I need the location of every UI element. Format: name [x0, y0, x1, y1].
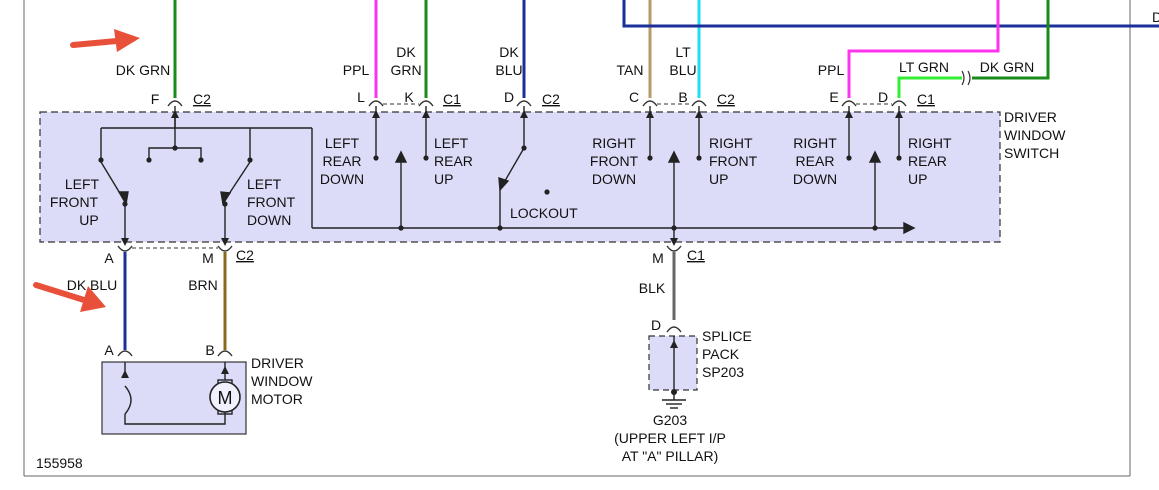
pin-a-bottom: A — [104, 250, 114, 266]
bottom-terminals — [117, 245, 682, 252]
pin-m-c2: M — [202, 250, 214, 266]
pin-d2: D — [878, 89, 888, 105]
terminal-a-bottom — [117, 245, 133, 252]
terminal-d2 — [891, 100, 907, 107]
label-dk-grn-f: DK GRN — [116, 62, 170, 78]
terminal-e — [841, 100, 857, 107]
wire-lt-grn-d — [897, 76, 962, 98]
pin-k: K — [404, 89, 414, 105]
lower-wire-labels: DK BLU BRN BLK — [67, 277, 666, 296]
wire-dk-grn-right — [972, 0, 1050, 80]
pin-b: B — [678, 89, 687, 105]
label-lockout: LOCKOUT — [510, 205, 578, 221]
motor-symbol-label: M — [218, 388, 233, 408]
in-line-connector — [961, 70, 971, 86]
terminal-f — [167, 100, 183, 107]
top-connector-labels: F C2 L K C1 D C2 C B C2 E D C1 — [151, 89, 935, 107]
pointer-arrows — [33, 29, 140, 312]
pin-e: E — [829, 89, 838, 105]
wire-ppl-e — [847, 0, 1000, 98]
wire-dk-blu-top-loop — [622, 0, 1159, 28]
label-ppl-l: PPL — [343, 62, 370, 78]
pin-d1: D — [504, 89, 514, 105]
pointer-arrow-bottom — [33, 282, 106, 312]
terminal-splice-d — [666, 326, 682, 333]
label-lt-grn-d: LT GRN — [899, 59, 949, 75]
label-ppl-e: PPL — [818, 62, 845, 78]
pin-c: C — [629, 89, 639, 105]
figure-id: 155958 — [36, 455, 83, 471]
conn-c1-m: C1 — [687, 247, 705, 263]
pin-m-c1: M — [652, 250, 664, 266]
pointer-arrow-top — [70, 29, 140, 52]
label-edge-d: D — [1152, 9, 1159, 25]
label-dk-grn-right: DK GRN — [980, 59, 1034, 75]
motor-pin-b: B — [205, 342, 214, 358]
page-frame — [23, 0, 1131, 477]
driver-window-switch-box — [39, 111, 1001, 243]
label-blk-ground: BLK — [639, 280, 666, 296]
conn-c2-d1: C2 — [542, 91, 560, 107]
lower-wires — [123, 252, 676, 350]
terminal-l — [368, 100, 384, 107]
motor-pin-a: A — [104, 342, 114, 358]
conn-c2-f: C2 — [193, 91, 211, 107]
terminal-arrows — [171, 110, 903, 118]
conn-c2-b: C2 — [717, 91, 735, 107]
switch-circuitry — [100, 106, 916, 242]
splice-pin-d: D — [651, 317, 661, 333]
label-brn-motor: BRN — [188, 277, 218, 293]
terminal-k — [418, 100, 434, 107]
bottom-connector-labels: A M C2 M C1 — [104, 247, 705, 266]
terminal-motor-b — [217, 350, 233, 357]
pin-l: L — [357, 89, 365, 105]
motor-symbol — [209, 381, 241, 413]
conn-c1-d2: C1 — [917, 91, 935, 107]
pin-f: F — [151, 91, 160, 107]
terminal-d1 — [516, 100, 532, 107]
terminal-m-c1 — [666, 245, 682, 252]
top-terminals — [167, 100, 907, 107]
terminal-motor-a — [117, 350, 133, 357]
terminal-m-c2 — [217, 245, 233, 252]
bottom-terminal-arrows — [121, 238, 678, 246]
terminal-c — [642, 100, 658, 107]
label-tan-c: TAN — [617, 62, 644, 78]
top-wires — [173, 0, 1159, 98]
conn-c2-m: C2 — [236, 247, 254, 263]
terminal-b — [691, 100, 707, 107]
conn-c1-k: C1 — [443, 91, 461, 107]
label-dk-blu-motor: DK BLU — [67, 277, 118, 293]
circuit-dots — [98, 145, 902, 231]
